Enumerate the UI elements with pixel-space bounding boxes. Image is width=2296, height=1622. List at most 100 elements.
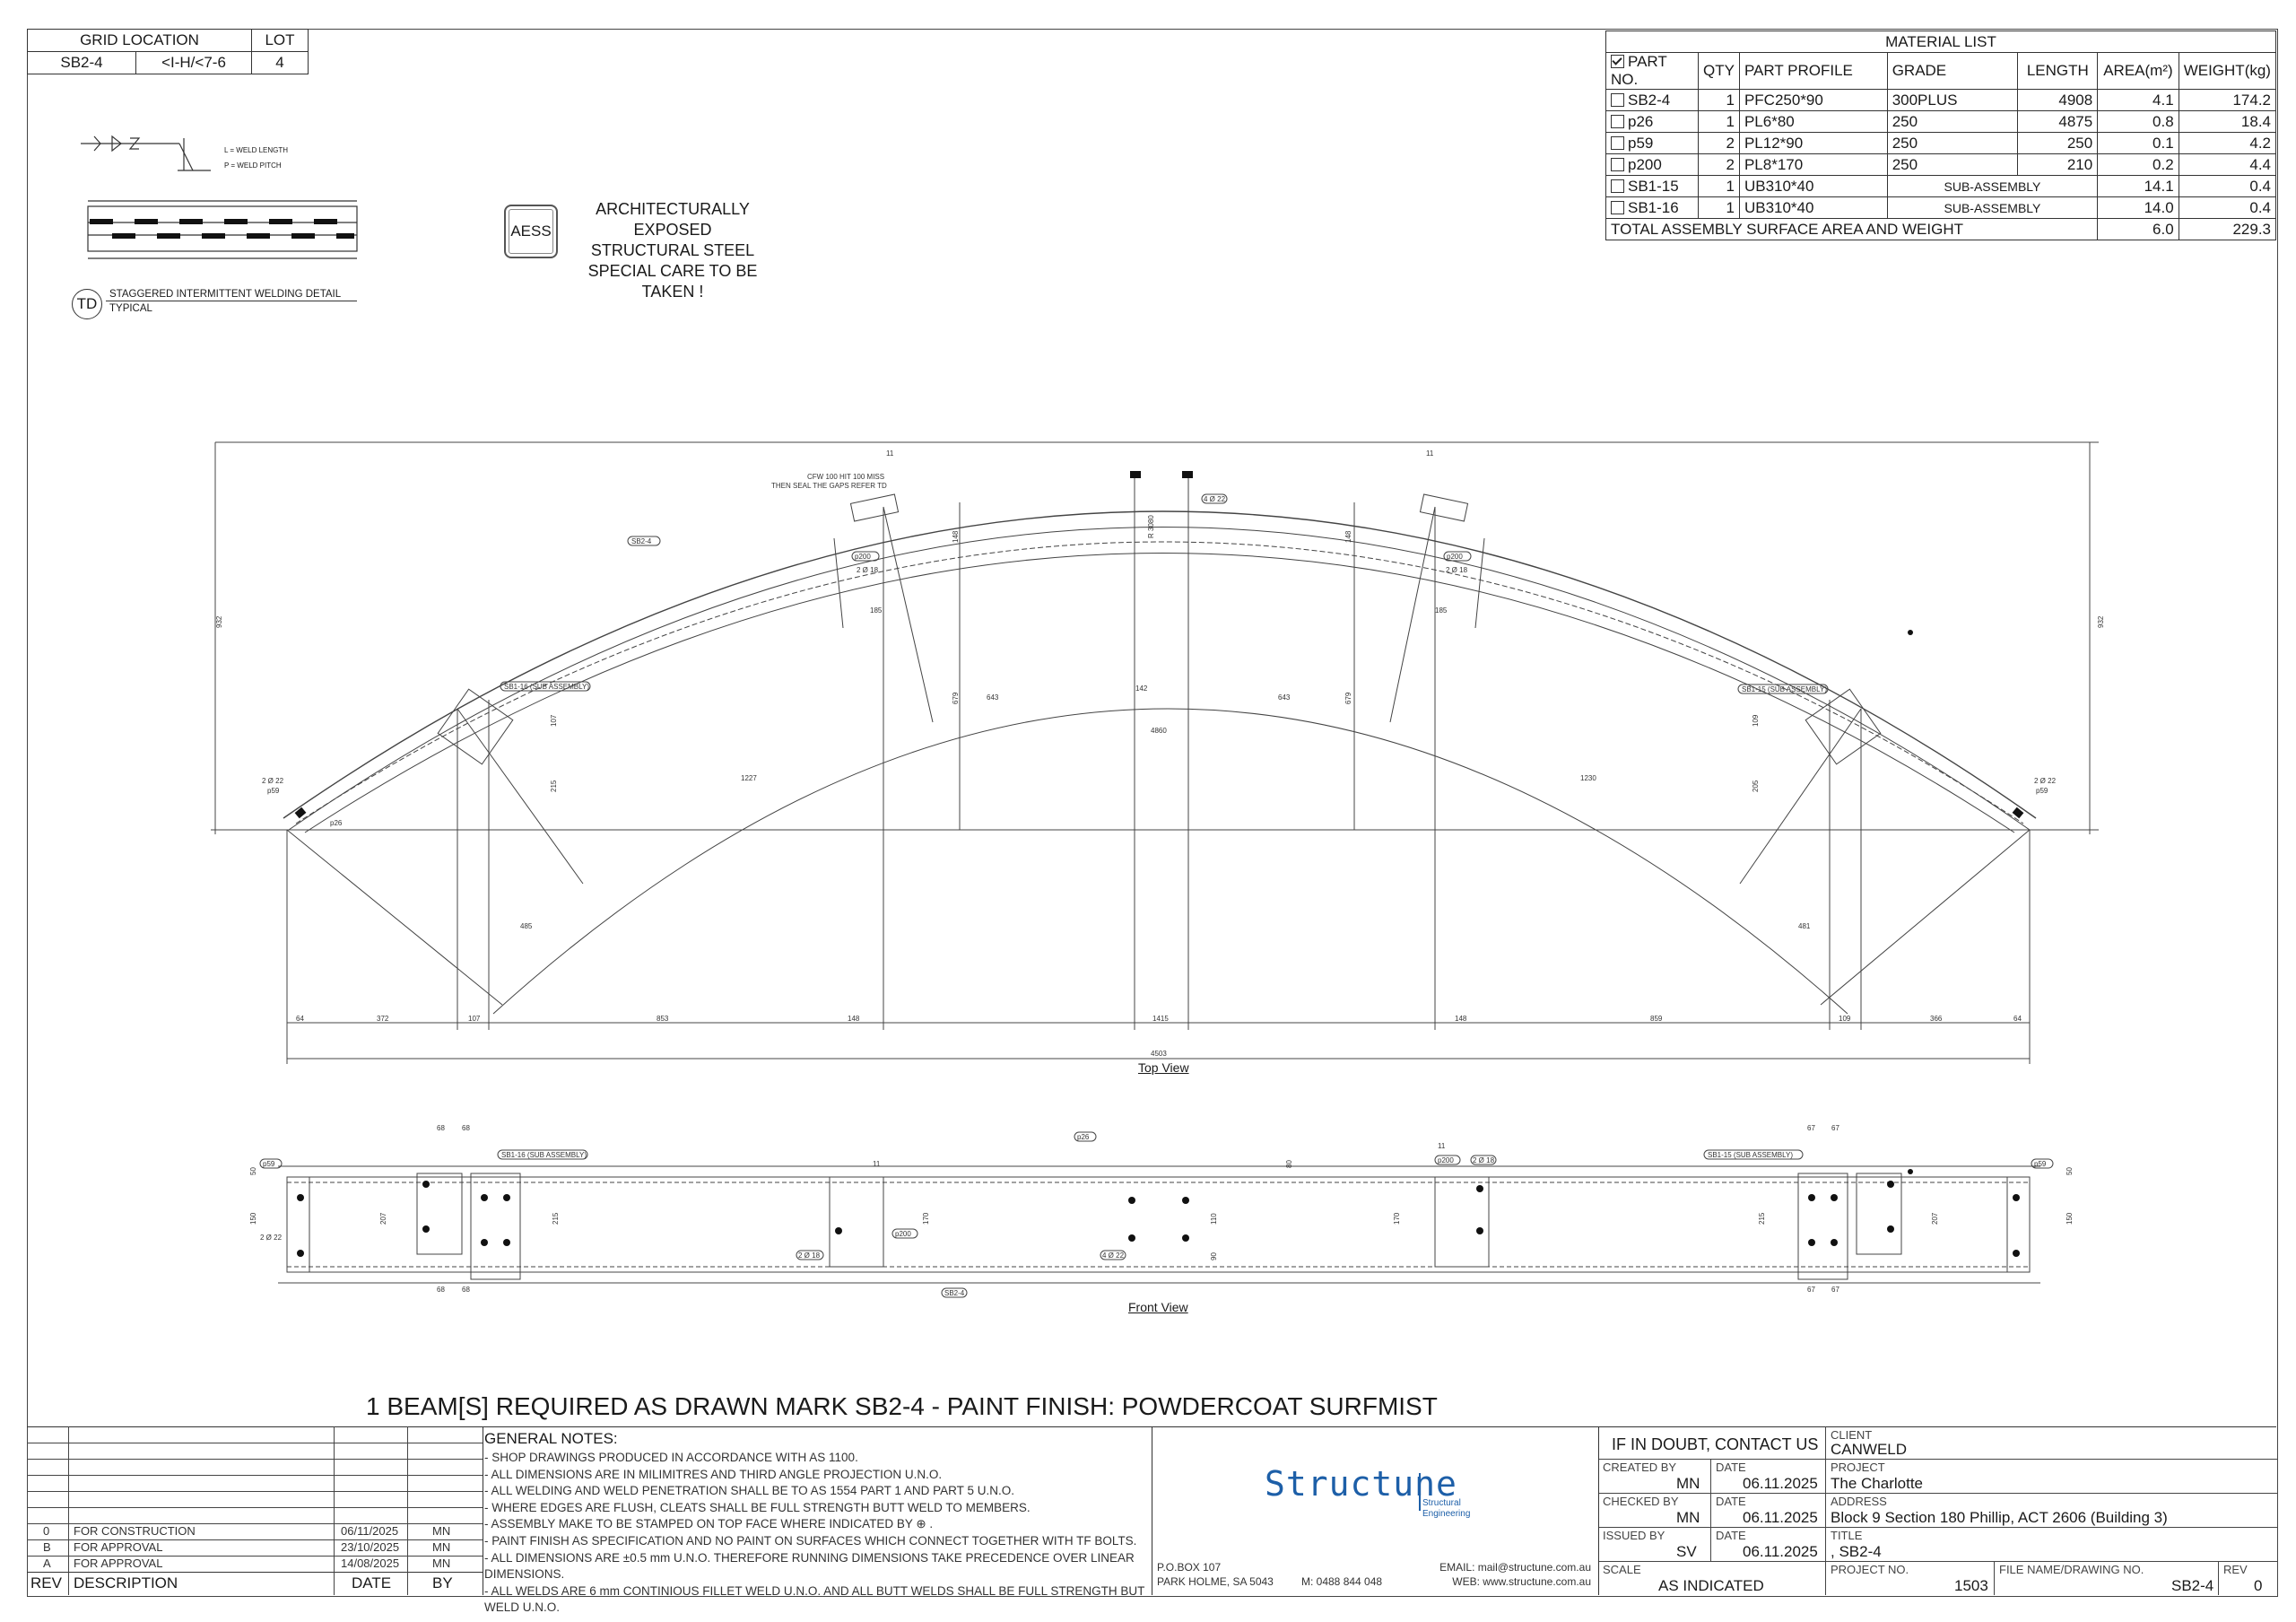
revision-rev: B	[43, 1540, 51, 1554]
logo-sub-2: Engineering	[1422, 1509, 1471, 1519]
weld-detail-subtitle: TYPICAL	[109, 303, 152, 314]
part-no: p59	[1628, 134, 1654, 152]
issued-date-label: DATE	[1716, 1529, 1746, 1542]
dim-height-left: 932	[215, 615, 223, 628]
revision-date: 14/08/2025	[341, 1557, 400, 1570]
row-checkbox[interactable]	[1611, 114, 1624, 128]
top-view-title: Top View	[1138, 1060, 1189, 1075]
aess-badge: AESS	[504, 205, 558, 258]
grade: SUB-ASSEMBLY	[1886, 175, 2099, 197]
address-label: ADDRESS	[1831, 1495, 1887, 1508]
front-view-title: Front View	[1128, 1300, 1188, 1314]
grade: 250	[1886, 132, 2019, 154]
tv-label-holes18-left: 2 Ø 18	[857, 566, 879, 574]
row-checkbox[interactable]	[1611, 157, 1624, 171]
dim-643-b: 643	[987, 693, 999, 702]
fv-label-p59-right: p59	[2034, 1160, 2047, 1168]
qty: 1	[1698, 89, 1740, 111]
length: 210	[2017, 153, 2099, 176]
fv-dim-12: 170	[1393, 1212, 1401, 1225]
issued-date-value: 06.11.2025	[1743, 1543, 1818, 1560]
fv-label-holes18-right: 2 Ø 18	[1473, 1156, 1495, 1164]
dim-total: 4503	[1151, 1050, 1167, 1058]
profile: UB310*40	[1738, 196, 1888, 219]
weight: 0.4	[2178, 175, 2277, 197]
fv-label-p59-left: p59	[263, 1160, 275, 1168]
title-value: , SB2-4	[1831, 1543, 1882, 1560]
fv-label-sb115: SB1-15 (SUB ASSEMBLY)	[1708, 1151, 1793, 1159]
dim-148-b: 148	[1344, 530, 1352, 543]
qty: 1	[1698, 196, 1740, 219]
tv-label-holes22: 4 Ø 22	[1204, 495, 1226, 503]
qty: 2	[1698, 153, 1740, 176]
dim-height-right: 932	[2097, 615, 2105, 628]
fv-label-sb116: SB1-16 (SUB ASSEMBLY)	[501, 1151, 587, 1159]
dim-bottom-1: 372	[377, 1015, 389, 1023]
general-note-item: - ALL DIMENSIONS ARE IN MILIMITRES AND T…	[484, 1467, 943, 1481]
file-value: SB2-4	[2171, 1577, 2214, 1594]
aess-note: ARCHITECTURALLY EXPOSED STRUCTURAL STEEL…	[565, 199, 780, 302]
project-no-value: 1503	[1954, 1577, 1988, 1594]
general-note-item: - PAINT FINISH AS SPECIFICATION AND NO P…	[484, 1533, 1137, 1548]
issued-by-value: SV	[1676, 1543, 1697, 1560]
material-list-table: MATERIAL LIST PART NO. QTY PART PROFILE …	[1605, 31, 2277, 240]
fv-dim-5: 67	[1831, 1124, 1839, 1132]
row-checkbox[interactable]	[1611, 200, 1624, 214]
dim-4860: 4860	[1151, 727, 1167, 735]
fv-dim-22: 11	[1438, 1142, 1446, 1150]
front-view-drawing: p26 SB1-16 (SUB ASSEMBLY) SB1-15 (SUB AS…	[249, 1124, 2074, 1298]
fv-dim-18: 90	[1210, 1252, 1218, 1260]
general-notes: GENERAL NOTES: - SHOP DRAWINGS PRODUCED …	[484, 1430, 1148, 1617]
tv-label-p200-left: p200	[855, 553, 871, 561]
revision-date: 06/11/2025	[341, 1524, 399, 1538]
general-note-item: - ALL WELDS ARE 6 mm CONTINIOUS FILLET W…	[484, 1583, 1145, 1615]
qty: 1	[1698, 110, 1740, 133]
fv-dim-6: 67	[1807, 1286, 1815, 1294]
fv-dim-2: 68	[437, 1286, 445, 1294]
company-email[interactable]: EMAIL: mail@structune.com.au	[1439, 1561, 1591, 1574]
fv-label-p200-left: p200	[895, 1230, 911, 1238]
dim-11-b: 11	[1426, 449, 1434, 458]
fv-dim-20: 50	[2066, 1167, 2074, 1175]
checked-by-value: MN	[1676, 1509, 1700, 1526]
dim-215: 215	[550, 780, 558, 792]
general-note-item: - ALL WELDING AND WELD PENETRATION SHALL…	[484, 1484, 1014, 1498]
revision-rev: A	[43, 1557, 51, 1570]
select-all-checkbox[interactable]	[1611, 55, 1624, 68]
drawing-border	[27, 29, 2278, 1597]
fv-dim-1: 68	[462, 1124, 470, 1132]
tv-label-sb24: SB2-4	[631, 537, 652, 545]
company-block: Structune Structural Engineering P.O.BOX…	[1153, 1426, 1596, 1595]
revision-by: MN	[432, 1557, 451, 1570]
fv-dim-3: 68	[462, 1286, 470, 1294]
doubt-contact: IF IN DOUBT, CONTACT US	[1612, 1435, 1819, 1453]
area: 14.1	[2097, 175, 2179, 197]
fv-label-p26: p26	[1077, 1133, 1090, 1141]
fv-label-holes22b: 2 Ø 22	[260, 1234, 283, 1242]
scale-label: SCALE	[1603, 1563, 1641, 1576]
rev-header-rev: REV	[30, 1574, 62, 1591]
fv-dim-11: 110	[1210, 1213, 1218, 1225]
fv-dim-19: 50	[249, 1167, 257, 1175]
row-checkbox[interactable]	[1611, 92, 1624, 107]
revision-by: MN	[432, 1540, 451, 1554]
area: 0.8	[2097, 110, 2179, 133]
length: 4875	[2017, 110, 2099, 133]
company-web[interactable]: WEB: www.structune.com.au	[1452, 1575, 1591, 1588]
scale-value: AS INDICATED	[1658, 1577, 1764, 1594]
grade: 250	[1886, 110, 2019, 133]
project-value: The Charlotte	[1831, 1475, 1923, 1492]
col-grade: GRADE	[1886, 52, 2019, 90]
row-checkbox[interactable]	[1611, 179, 1624, 193]
row-checkbox[interactable]	[1611, 135, 1624, 150]
revision-by: MN	[432, 1524, 451, 1538]
tv-label-holes22b-left: 2 Ø 22	[262, 777, 284, 785]
rev-header-date: DATE	[352, 1574, 392, 1591]
weld-legend-pitch: P = WELD PITCH	[224, 161, 282, 170]
fv-dim-21: 11	[873, 1160, 881, 1168]
fv-dim-9: 215	[552, 1212, 560, 1225]
dim-107: 107	[550, 714, 558, 727]
checked-date-label: DATE	[1716, 1495, 1746, 1508]
